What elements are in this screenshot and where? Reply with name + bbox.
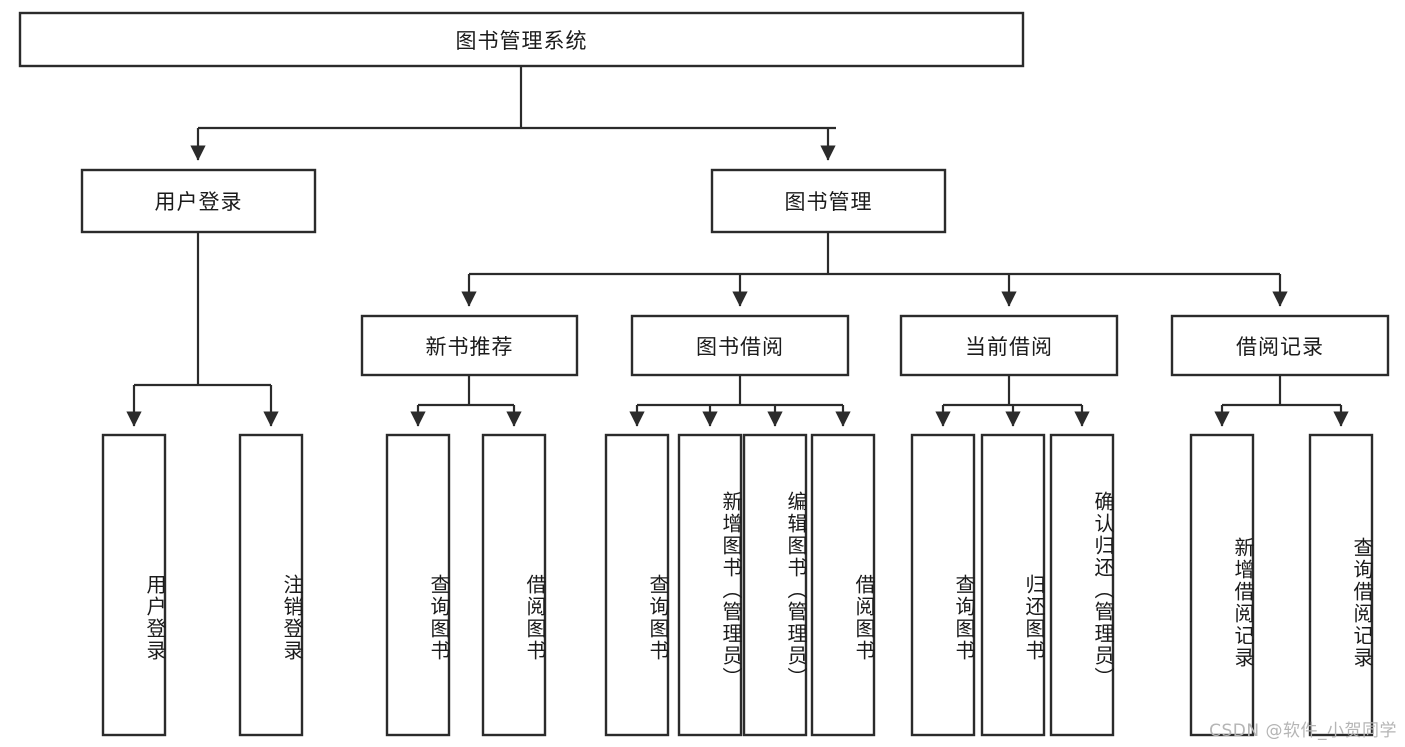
leaf-box-query-book-1[interactable] xyxy=(385,433,451,737)
leaf-box-query-book-3[interactable] xyxy=(910,433,976,737)
leaf-box-add-borrow-record[interactable] xyxy=(1189,433,1255,737)
leaf-box-query-borrow-record[interactable] xyxy=(1308,433,1374,737)
node-book-borrow[interactable] xyxy=(630,314,850,377)
edge-borrowrecord-to-leaves xyxy=(1214,375,1349,427)
edge-newbook-to-leaves xyxy=(410,375,522,427)
leaf-box-logout[interactable] xyxy=(238,433,304,737)
edge-userlogin-to-leaves xyxy=(126,232,279,427)
node-new-book-recommend[interactable] xyxy=(360,314,579,377)
edge-root-to-level2 xyxy=(190,66,836,161)
watermark-text: CSDN @软件_小贺同学 xyxy=(1209,721,1397,741)
node-current-borrow[interactable] xyxy=(899,314,1119,377)
edge-bookmgmt-to-level3 xyxy=(461,232,1288,307)
leaf-box-borrow-book-1[interactable] xyxy=(481,433,547,737)
leaf-box-return-book[interactable] xyxy=(980,433,1046,737)
node-borrow-record[interactable] xyxy=(1170,314,1390,377)
leaf-box-edit-book[interactable] xyxy=(742,433,808,737)
leaf-box-borrow-book-2[interactable] xyxy=(810,433,876,737)
leaf-box-query-book-2[interactable] xyxy=(604,433,670,737)
node-book-management[interactable] xyxy=(710,168,947,234)
leaf-box-add-book[interactable] xyxy=(677,433,743,737)
node-user-login[interactable] xyxy=(80,168,317,234)
edge-currentborrow-to-leaves xyxy=(935,375,1090,427)
edge-bookborrow-to-leaves xyxy=(629,375,851,427)
leaf-box-confirm-return[interactable] xyxy=(1049,433,1115,737)
leaf-box-user-login[interactable] xyxy=(101,433,167,737)
node-root[interactable] xyxy=(18,11,1025,68)
leaf-boxes xyxy=(101,433,1374,737)
